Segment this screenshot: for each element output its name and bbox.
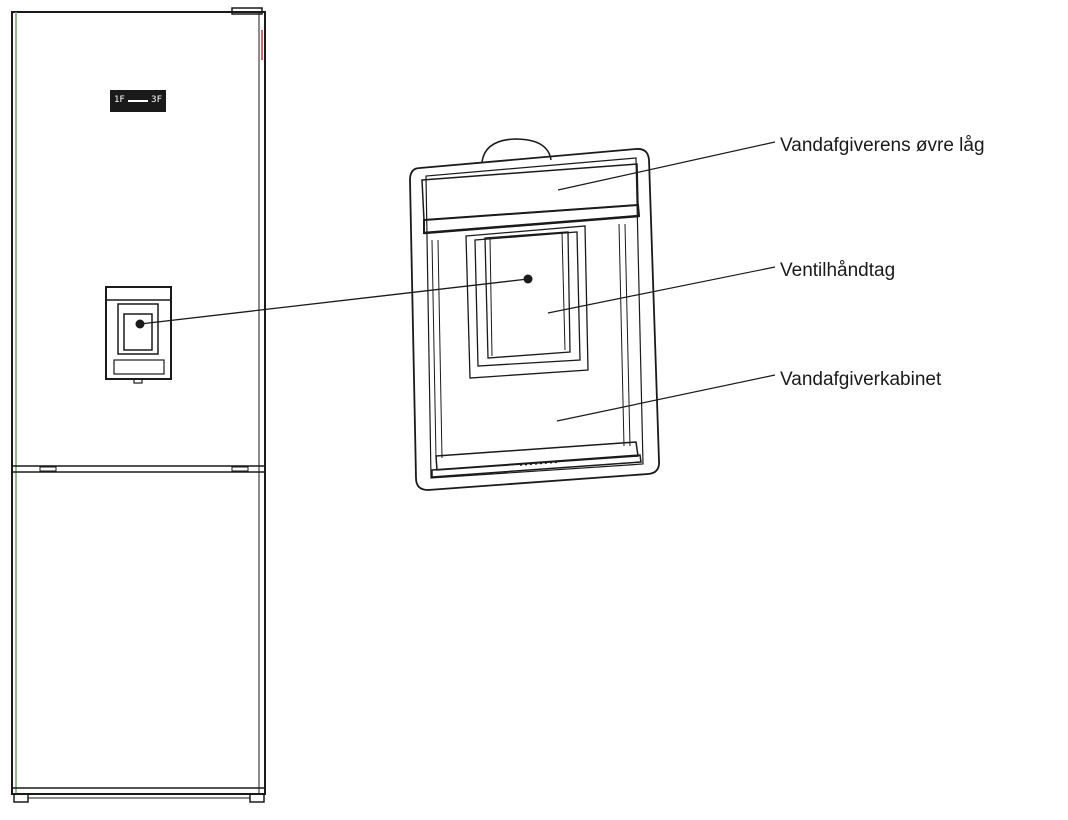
- label-upper-lid: Vandafgiverens øvre låg: [780, 135, 985, 156]
- leader-lines: [547, 141, 776, 422]
- leader-valve-handle: [547, 266, 776, 314]
- drip-tray: [431, 441, 642, 478]
- display-left-value: 1F: [114, 95, 125, 105]
- fridge-body: [11, 11, 266, 795]
- connector: [135, 274, 533, 329]
- pointer-dot-icon: [523, 274, 533, 284]
- dispenser-outer-frame: [409, 148, 660, 491]
- fridge: [11, 7, 266, 803]
- large-dispenser: [409, 138, 660, 491]
- valve-handle: [465, 225, 589, 379]
- leader-cabinet: [556, 374, 776, 422]
- dispenser-upper-lid: [421, 163, 641, 235]
- display-readout: 1F 3F: [112, 94, 164, 108]
- control-display: [110, 90, 166, 112]
- leader-upper-lid: [557, 141, 776, 191]
- label-valve-handle: Ventilhåndtag: [780, 260, 896, 281]
- display-right-value: 3F: [151, 95, 162, 105]
- fridge-water-dispenser: [105, 286, 172, 384]
- label-cabinet: Vandafgiverkabinet: [780, 369, 942, 390]
- foot-left: [13, 793, 29, 803]
- foot-right: [249, 793, 265, 803]
- door-divider: [12, 465, 265, 473]
- dispenser-top-knob: [481, 138, 552, 163]
